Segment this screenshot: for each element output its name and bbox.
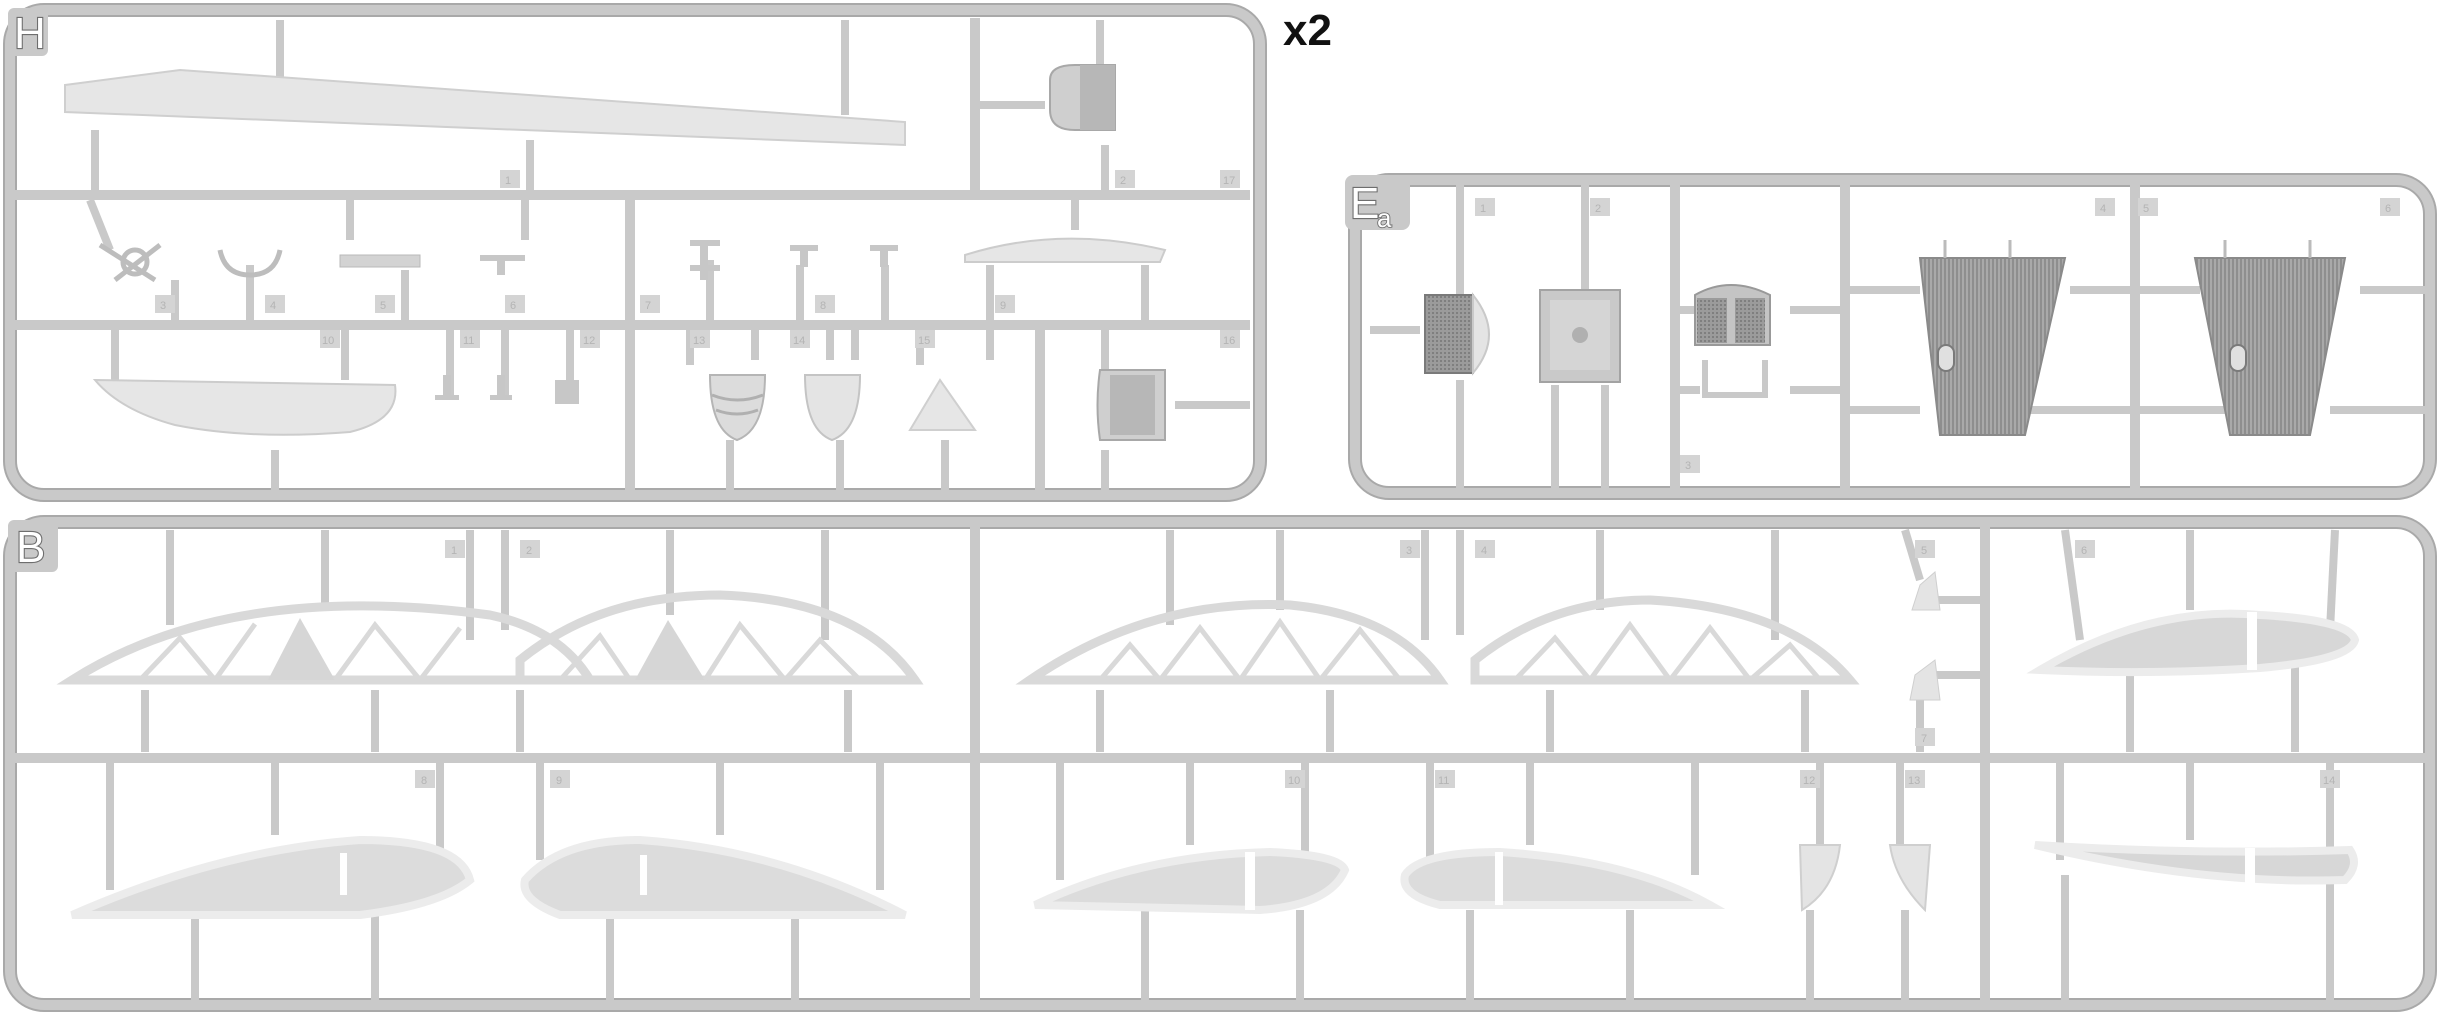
sprue-h-label-tab [8,8,48,56]
svg-text:4: 4 [270,300,276,312]
svg-text:4: 4 [2100,203,2106,215]
svg-text:3: 3 [1406,545,1412,557]
sprue-ea-part-engine-block [1539,289,1621,383]
svg-text:7: 7 [645,300,651,312]
sprue-h-part-cowling-bottom [1096,369,1166,441]
svg-text:5: 5 [380,300,386,312]
sprue-ea: E a [1345,173,2437,500]
sprue-b-gates [106,528,2339,1000]
sprue-b-part-small-brackets [1909,571,1941,701]
sprue-h-multiplier: x2 [1283,6,1332,55]
sprue-b-part-rib-8 [1033,847,1350,915]
sprue-h-part-pins [435,375,579,404]
svg-text:11: 11 [1438,775,1449,787]
svg-text:17: 17 [1223,175,1235,187]
sprue-ea-part-radiator [1424,292,1490,376]
svg-text:13: 13 [693,335,705,347]
sprue-b-part-tip-right [1888,844,1932,913]
svg-text:12: 12 [1803,775,1815,787]
svg-text:15: 15 [918,335,930,347]
sprue-b-part-rib-9 [1400,847,1726,909]
sprue-ea-label-tab [1345,175,1410,230]
sprue-b-part-rib-5 [2026,609,2360,677]
sprue-ea-frame [1348,173,2437,500]
sprue-b-frame [3,515,2437,1012]
sprue-b-part-numbers: 1 2 3 4 5 6 7 8 9 10 11 12 13 14 [421,545,2335,787]
svg-text:1: 1 [1480,203,1486,215]
sprue-h-part-seat [708,374,767,442]
sprue-h-part-control-horn [98,242,162,283]
svg-text:2: 2 [526,545,532,557]
svg-text:16: 16 [1223,335,1235,347]
sprue-ea-part-cowl-panel-left [1918,240,2067,436]
svg-text:9: 9 [556,775,562,787]
svg-text:5: 5 [1921,545,1927,557]
sprue-h: H [3,3,1267,502]
sprue-ea-part-tags [1475,198,2400,473]
sprue-b-part-rib-5-slot [2247,612,2257,670]
sprue-ea-part-cowl-panel-right [2193,240,2347,436]
svg-text:12: 12 [583,335,595,347]
sprue-b: B [3,515,2437,1012]
sprue-b-part-rib-10 [2034,841,2358,885]
sprue-h-part-cowling-top [1049,64,1116,131]
svg-text:2: 2 [1120,175,1126,187]
sprue-h-part-seat-back [803,374,862,442]
sprue-b-part-tip-left [1798,844,1842,912]
sprue-ea-part-numbers: 1 2 3 4 5 6 [1480,203,2391,472]
sprue-b-part-rib-1 [56,601,598,685]
sprue-h-frame [3,3,1267,502]
sprue-b-part-rib-3 [1015,599,1449,685]
svg-text:6: 6 [2081,545,2087,557]
svg-text:14: 14 [2323,775,2335,787]
sprue-b-part-tags [415,540,2340,788]
svg-text:11: 11 [463,335,474,347]
svg-text:4: 4 [1481,545,1487,557]
svg-text:3: 3 [160,300,166,312]
svg-text:5: 5 [2143,203,2149,215]
svg-text:7: 7 [1921,733,1927,745]
sprue-b-part-rib-2 [515,590,924,685]
svg-text:2: 2 [1595,203,1601,215]
sprue-h-gates [86,20,1250,490]
sprue-h-part-t-fitting-a [480,255,525,275]
svg-text:10: 10 [1288,775,1300,787]
sprue-b-label-tab [8,520,58,572]
sprue-h-part-triangle [908,378,977,431]
svg-text:1: 1 [505,175,511,187]
sprue-h-part-long-spar [64,68,906,147]
sprue-ea-label: E [1350,179,1379,228]
sprue-h-part-fairing [964,237,1167,264]
sprue-h-part-t-fitting-b [690,240,720,280]
sprue-h-part-t-fitting-c [790,245,898,267]
svg-text:13: 13 [1908,775,1920,787]
svg-text:1: 1 [451,545,457,557]
svg-text:8: 8 [820,300,826,312]
sprue-b-part-rib-6 [70,835,475,919]
svg-text:6: 6 [2385,203,2391,215]
sprue-b-part-rib-7 [520,835,907,919]
sprue-h-part-tags [155,170,1240,348]
sprue-b-part-rib-4 [1470,595,1860,685]
sprue-h-part-numbers: 1 2 3 4 5 6 7 8 9 10 11 12 13 14 15 16 1… [160,175,1235,347]
sprue-h-part-u-bracket [217,249,283,278]
svg-text:8: 8 [421,775,427,787]
svg-text:6: 6 [510,300,516,312]
sprue-ea-part-tank [1694,284,1771,398]
sprue-b-label: B [16,523,45,572]
svg-text:3: 3 [1685,460,1691,472]
sprue-ea-label-sub: a [1377,203,1392,233]
sprue-ea-gates [1370,185,2425,488]
svg-text:10: 10 [322,335,334,347]
svg-text:9: 9 [1000,300,1006,312]
sprue-h-part-strip [339,254,421,268]
sprue-h-part-aileron [92,378,397,436]
svg-text:14: 14 [793,335,805,347]
sprue-h-label: H [14,9,46,58]
